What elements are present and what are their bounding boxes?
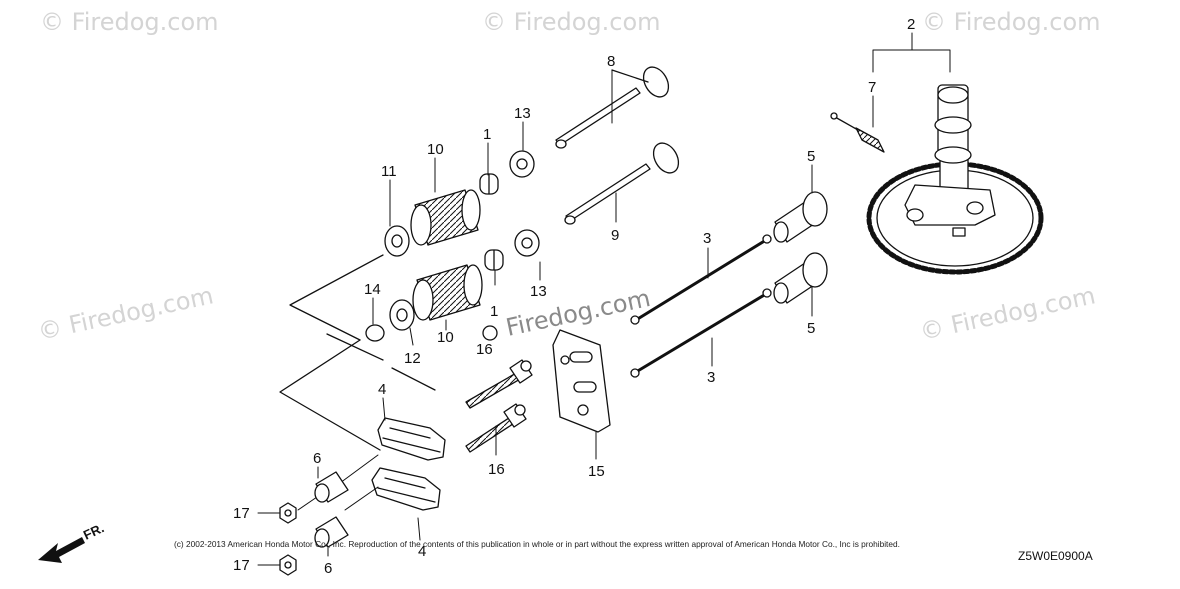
diagram-code: Z5W0E0900A	[1018, 549, 1093, 563]
valve-spring-retainer-upper	[509, 150, 535, 178]
callout-15: 15	[588, 463, 605, 480]
callout-1-lower: 1	[490, 303, 498, 320]
watermark-top-center: © Firedog.com	[482, 8, 661, 36]
callout-6-lower: 6	[324, 560, 332, 577]
callout-12: 12	[404, 350, 421, 367]
callout-11: 11	[381, 163, 397, 180]
valve-spring-upper	[410, 189, 481, 246]
valve-spring-lower	[412, 264, 483, 321]
callout-13-upper: 13	[514, 105, 531, 122]
callout-lines	[257, 32, 951, 566]
intake-valve	[564, 142, 680, 225]
callout-8: 8	[607, 53, 615, 70]
copyright-notice: (c) 2002-2013 American Honda Motor Co., …	[174, 539, 900, 549]
group-bracket-lines	[279, 254, 436, 451]
valve-lifter-upper	[773, 191, 828, 243]
valve-cap	[365, 324, 385, 342]
watermark-mid-left: © Firedog.com	[35, 281, 215, 346]
valve-lifter-lower	[773, 252, 828, 304]
callout-10-lower: 10	[437, 329, 454, 346]
pivot-collar-upper	[314, 471, 349, 503]
callout-9: 9	[611, 227, 619, 244]
exhaust-valve	[555, 66, 670, 149]
watermark-mid-right: © Firedog.com	[917, 281, 1097, 346]
front-direction-arrow: FR.	[38, 520, 106, 563]
callout-2: 2	[907, 16, 915, 33]
pivot-collar-lower	[314, 516, 349, 548]
front-label: FR.	[81, 520, 106, 542]
rocker-arm-lower	[371, 467, 441, 511]
rocker-arm-pivot-bolt-upper	[465, 359, 533, 409]
callout-3-lower: 3	[707, 369, 715, 386]
push-rod-upper	[630, 234, 772, 325]
decompressor-spring	[830, 112, 885, 153]
watermark-top-right: © Firedog.com	[922, 8, 1101, 36]
callout-17-lower: 17	[233, 557, 250, 574]
callout-16-lower: 16	[488, 461, 505, 478]
callout-3-upper: 3	[703, 230, 711, 247]
small-cap-ring	[482, 325, 498, 341]
callout-4-upper: 4	[378, 381, 386, 398]
valve-spring-seat	[384, 225, 410, 257]
callout-4-lower: 4	[418, 543, 426, 560]
push-rod-guide-plate	[552, 329, 611, 433]
watermark-center: Firedog.com	[503, 284, 652, 342]
watermark-top-left: © Firedog.com	[40, 8, 219, 36]
lock-nut-lower	[279, 554, 297, 576]
callout-1-upper: 1	[483, 126, 491, 143]
callout-5-upper: 5	[807, 148, 815, 165]
callout-17-upper: 17	[233, 505, 250, 522]
callout-6-upper: 6	[313, 450, 321, 467]
callout-5-lower: 5	[807, 320, 815, 337]
valve-cotter-upper	[479, 173, 499, 195]
valve-cotter-lower	[484, 249, 504, 271]
valve-stem-seal	[389, 299, 415, 331]
callout-14: 14	[364, 281, 381, 298]
callout-13-lower: 13	[530, 283, 547, 300]
rocker-arm-upper	[377, 417, 446, 461]
callout-numbers: 2 7 8 9 13 13 1 1 10 10 11 12 14 16 16 1…	[233, 16, 915, 577]
camshaft-gear	[866, 149, 1044, 275]
rocker-arm-pivot-bolt-lower	[465, 403, 527, 453]
valve-spring-retainer-lower	[514, 229, 540, 257]
camshaft	[934, 84, 972, 164]
callout-7: 7	[868, 79, 876, 96]
lock-nut-upper	[279, 502, 297, 524]
callout-10-upper: 10	[427, 141, 444, 158]
push-rod-lower	[630, 288, 772, 378]
callout-16-upper: 16	[476, 341, 493, 358]
